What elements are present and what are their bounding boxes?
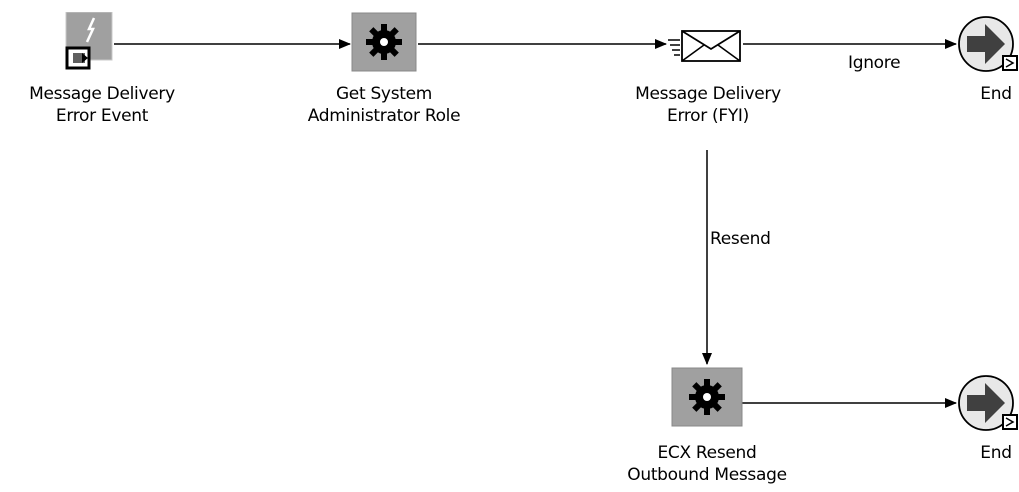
resend-label: ECX Resend Outbound Message <box>627 442 787 486</box>
notification-label-line2: Error (FYI) <box>667 106 749 126</box>
event-label-line2: Error Event <box>55 106 149 126</box>
end-arrow-icon[interactable] <box>955 14 1019 76</box>
resend-label-line2: Outbound Message <box>627 465 787 485</box>
get-role-label-line1: Get System <box>335 84 433 104</box>
event-label-line1: Message Delivery <box>29 84 175 104</box>
end-bottom-label: End <box>980 443 1012 463</box>
envelope-icon[interactable] <box>668 28 744 64</box>
end-top-label: End <box>980 84 1012 104</box>
event-icon[interactable] <box>64 12 114 76</box>
get-role-label: Get System Administrator Role <box>308 83 461 127</box>
function-gear-icon[interactable] <box>350 11 418 75</box>
edge-label-ignore: Ignore <box>848 53 901 73</box>
notification-label: Message Delivery Error (FYI) <box>635 83 781 127</box>
end-arrow-icon[interactable] <box>955 373 1019 435</box>
resend-label-line1: ECX Resend <box>657 443 757 463</box>
edge-label-resend: Resend <box>710 229 771 249</box>
notification-label-line1: Message Delivery <box>635 84 781 104</box>
function-gear-icon[interactable] <box>670 366 744 430</box>
get-role-label-line2: Administrator Role <box>307 106 461 126</box>
event-label: Message Delivery Error Event <box>29 83 175 127</box>
